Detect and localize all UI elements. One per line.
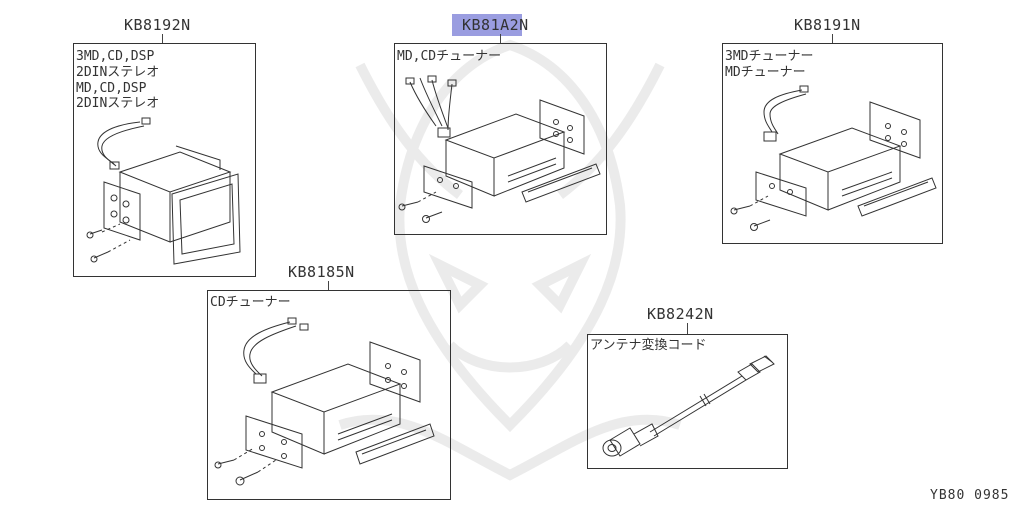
description-line: CDチューナー [210,295,291,310]
cd-tuner-drawing [214,317,435,486]
part-code-kb8191n[interactable]: KB8191N [794,16,861,34]
reference-number: YB80 0985 [930,488,1010,503]
description-line: 2DINステレオ [76,96,160,111]
description-line: アンテナ変換コード [590,338,707,353]
leader-line [687,323,688,335]
md-cd-tuner-drawing [398,75,601,223]
description-line: MDチューナー [725,65,806,80]
part-box-kb8242n[interactable] [587,334,788,469]
description-line: 2DINステレオ [76,65,160,80]
part-box-kb81a2n[interactable] [394,43,607,235]
description-line: 3MD,CD,DSP [76,49,155,64]
part-box-kb8191n[interactable] [722,43,943,244]
part-code-kb8185n[interactable]: KB8185N [288,263,355,281]
part-box-kb8192n[interactable] [73,43,256,277]
description-line: 3MDチューナー [725,49,814,64]
double-din-stereo-drawing [86,117,241,265]
leader-line [832,34,833,44]
leader-line [162,34,163,44]
leader-line [328,281,329,291]
part-code-kb8192n[interactable]: KB8192N [124,16,191,34]
leader-line [500,34,501,44]
part-box-kb8185n[interactable] [207,290,451,500]
helmet-watermark-icon [338,39,682,481]
part-code-kb81a2n[interactable]: KB81A2N [462,16,529,34]
description-line: MD,CDチューナー [397,49,502,64]
description-line: MD,CD,DSP [76,81,147,96]
selected-part-highlight [452,14,522,36]
part-code-kb8242n[interactable]: KB8242N [647,305,714,323]
antenna-adapter-cord-drawing [602,355,775,457]
md-tuner-drawing [730,85,937,231]
